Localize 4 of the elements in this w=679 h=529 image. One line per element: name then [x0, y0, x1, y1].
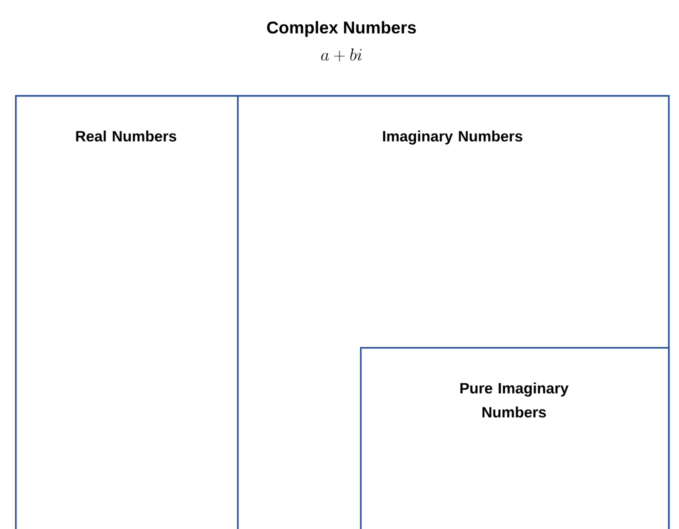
- node-label: Complex Numbers: [267, 21, 416, 37]
- set-box: Pure Imaginary Numbers: [360, 347, 670, 529]
- set-box: Real Numbers: [15, 95, 239, 529]
- node-label: $a + bi$: [321, 48, 362, 62]
